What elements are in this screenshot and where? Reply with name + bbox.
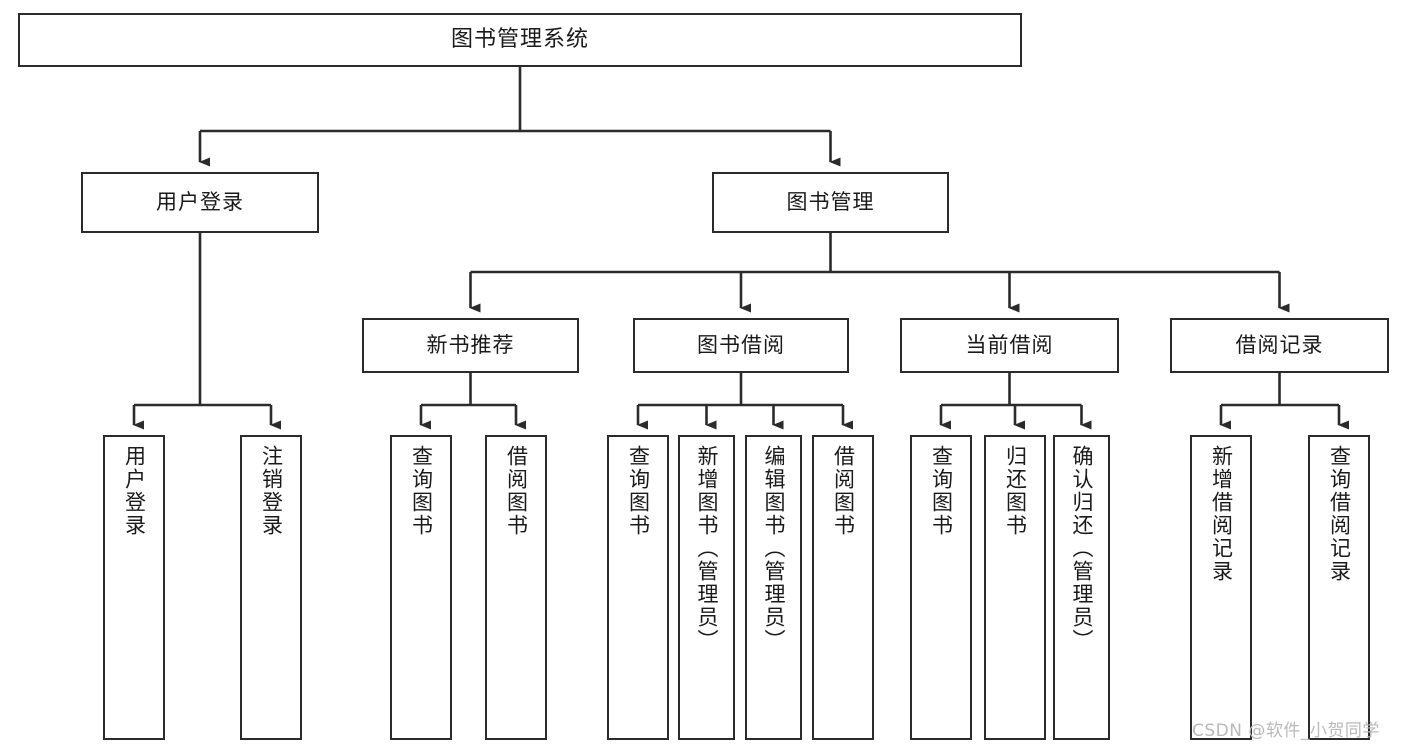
node-label: 查询借阅记录 (1327, 445, 1352, 583)
node-label: 用户登录 (122, 445, 147, 537)
node-leaf-borrow-book-1[interactable]: 借阅图书 (485, 435, 547, 740)
node-new-book-rec[interactable]: 新书推荐 (362, 318, 579, 373)
node-borrow-record[interactable]: 借阅记录 (1170, 318, 1389, 373)
node-leaf-query-book-2[interactable]: 查询图书 (607, 435, 669, 740)
node-label: 归还图书 (1003, 445, 1028, 537)
node-book-manage[interactable]: 图书管理 (712, 172, 949, 233)
node-label: 借阅图书 (504, 445, 529, 537)
node-label: 图书管理 (786, 189, 875, 214)
node-leaf-query-book-3[interactable]: 查询图书 (910, 435, 972, 740)
node-leaf-return-book[interactable]: 归还图书 (984, 435, 1046, 740)
node-leaf-confirm-return[interactable]: 确认归还（管理员） (1053, 435, 1110, 740)
node-label: 借阅记录 (1235, 332, 1324, 357)
node-label: 新增图书（管理员） (694, 445, 719, 652)
node-label: 编辑图书（管理员） (761, 445, 786, 652)
node-label: 用户登录 (156, 189, 244, 214)
node-leaf-edit-book[interactable]: 编辑图书（管理员） (745, 435, 802, 740)
node-label: 查询图书 (409, 445, 434, 537)
node-leaf-add-book[interactable]: 新增图书（管理员） (678, 435, 735, 740)
node-book-borrow[interactable]: 图书借阅 (633, 318, 849, 373)
node-label: 图书借阅 (697, 332, 785, 357)
node-label: 当前借阅 (965, 332, 1054, 357)
node-label: 查询图书 (626, 445, 651, 537)
node-label: 新增借阅记录 (1209, 445, 1234, 583)
node-label: 查询图书 (929, 445, 954, 537)
node-leaf-add-record[interactable]: 新增借阅记录 (1190, 435, 1252, 740)
node-leaf-borrow-book-2[interactable]: 借阅图书 (812, 435, 874, 740)
node-leaf-query-record[interactable]: 查询借阅记录 (1308, 435, 1370, 740)
node-leaf-user-login[interactable]: 用户登录 (103, 435, 165, 740)
node-label: 图书管理系统 (450, 26, 589, 52)
csdn-watermark: CSDN @软件_小贺同学 (1192, 721, 1380, 741)
node-label: 注销登录 (259, 445, 284, 537)
node-label: 新书推荐 (426, 332, 515, 357)
node-user-login[interactable]: 用户登录 (81, 172, 319, 233)
node-current-borrow[interactable]: 当前借阅 (900, 318, 1119, 373)
node-label: 确认归还（管理员） (1069, 445, 1094, 652)
node-leaf-logout[interactable]: 注销登录 (240, 435, 302, 740)
node-root[interactable]: 图书管理系统 (18, 13, 1022, 67)
node-leaf-query-book-1[interactable]: 查询图书 (390, 435, 452, 740)
node-label: 借阅图书 (831, 445, 856, 537)
